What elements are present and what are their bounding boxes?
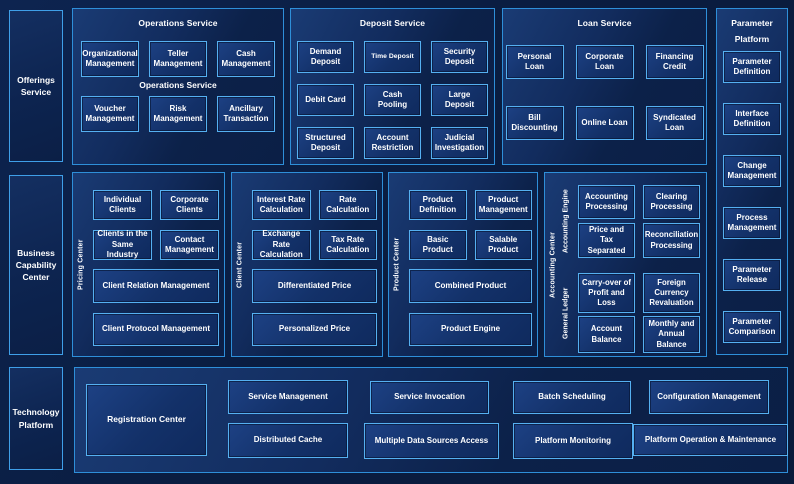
pricing-center-label: Pricing Center [77, 239, 85, 290]
box-debit-card: Debit Card [297, 84, 354, 116]
product-center-panel: Product Center Product Definition Produc… [388, 172, 538, 357]
box-combined-product: Combined Product [409, 269, 532, 303]
loan-service-panel: Loan Service Personal Loan Corporate Loa… [502, 8, 707, 165]
accounting-center-label: Accounting Center [549, 231, 557, 298]
box-time-deposit: Time Deposit [364, 41, 421, 73]
box-cash-pooling: Cash Pooling [364, 84, 421, 116]
box-corporate-loan: Corporate Loan [575, 45, 634, 79]
box-carry-over-profit-loss: Carry-over of Profit and Loss [578, 273, 635, 313]
box-salable-product: Salable Product [474, 230, 532, 260]
client-center-label: Client Center [236, 241, 244, 288]
box-cash-management: Cash Management [217, 41, 275, 77]
box-risk-management: Risk Management [149, 96, 207, 132]
offerings-service-label: Offerings Service [17, 74, 55, 97]
product-center-label: Product Center [393, 237, 401, 292]
accounting-engine-grid: Accounting Processing Clearing Processin… [578, 185, 700, 258]
box-distributed-cache: Distributed Cache [228, 423, 348, 458]
accounting-engine-label: Accounting Engine [562, 189, 570, 253]
box-configuration-management: Configuration Management [649, 380, 769, 414]
product-center-content: Product Definition Product Management Ba… [409, 173, 532, 346]
operations-service-title: Operations Service [138, 18, 218, 28]
box-rate-calculation: Rate Calculation [318, 190, 377, 220]
loan-service-title: Loan Service [577, 18, 632, 28]
box-demand-deposit: Demand Deposit [297, 41, 354, 73]
box-accounting-processing: Accounting Processing [578, 185, 635, 219]
technology-platform-box: Technology Platform [9, 367, 63, 470]
box-batch-scheduling: Batch Scheduling [513, 381, 631, 414]
loan-row-1: Personal Loan Corporate Loan Financing C… [503, 45, 706, 79]
loan-row-2: Bill Discounting Online Loan Syndicated … [503, 106, 706, 140]
box-foreign-currency-revaluation: Foreign Currency Revaluation [643, 273, 700, 313]
box-clients-same-industry: Clients in the Same Industry [93, 229, 152, 260]
box-multiple-data-sources-access: Multiple Data Sources Access [364, 423, 499, 459]
offerings-service-box: Offerings Service [9, 10, 63, 162]
box-product-management: Product Management [474, 190, 532, 220]
box-online-loan: Online Loan [575, 106, 634, 140]
box-bill-discounting: Bill Discounting [505, 106, 564, 140]
box-tax-rate-calculation: Tax Rate Calculation [318, 230, 377, 260]
box-personalized-price: Personalized Price [252, 313, 377, 346]
box-account-restriction: Account Restriction [364, 127, 421, 159]
box-voucher-management: Voucher Management [81, 96, 139, 132]
technology-platform-panel: Registration Center Service Management D… [74, 367, 788, 473]
box-client-protocol-management: Client Protocol Management [93, 313, 219, 346]
box-process-management: Process Management [723, 207, 781, 240]
client-center-panel: Client Center Interest Rate Calculation … [231, 172, 383, 357]
deposit-service-title: Deposit Service [359, 18, 426, 28]
business-capability-center-box: Business Capability Center [9, 175, 63, 355]
parameter-platform-title: Parameter Platform [731, 18, 773, 45]
box-product-engine: Product Engine [409, 313, 532, 346]
box-large-deposit: Large Deposit [431, 84, 488, 116]
box-financing-credit: Financing Credit [645, 45, 704, 79]
operations-row-2: Voucher Management Risk Management Ancil… [73, 96, 283, 132]
box-reconciliation-processing: Reconciliation Processing [643, 223, 700, 258]
box-service-management: Service Management [228, 380, 348, 414]
box-clearing-processing: Clearing Processing [643, 185, 700, 219]
pricing-center-content: Individual Clients Corporate Clients Cli… [93, 173, 219, 346]
box-price-tax-separated: Price and Tax Separated [578, 223, 635, 258]
deposit-service-panel: Deposit Service Demand Deposit Time Depo… [290, 8, 495, 165]
box-differentiated-price: Differentiated Price [252, 269, 377, 303]
box-organizational-management: Organizational Management [81, 41, 139, 77]
box-basic-product: Basic Product [409, 230, 467, 260]
operations-row-1: Organizational Management Teller Managem… [73, 41, 283, 77]
deposit-grid: Demand Deposit Time Deposit Security Dep… [291, 41, 494, 159]
box-syndicated-loan: Syndicated Loan [645, 106, 704, 140]
parameter-platform-panel: Parameter Platform Parameter Definition … [716, 8, 788, 355]
box-platform-monitoring: Platform Monitoring [513, 423, 633, 459]
box-ancillary-transaction: Ancillary Transaction [217, 96, 275, 132]
box-parameter-release: Parameter Release [723, 259, 781, 292]
box-personal-loan: Personal Loan [505, 45, 564, 79]
box-security-deposit: Security Deposit [431, 41, 488, 73]
box-contact-management: Contact Management [160, 230, 219, 260]
box-interest-rate-calculation: Interest Rate Calculation [252, 190, 311, 220]
box-monthly-annual-balance: Monthly and Annual Balance [643, 316, 700, 353]
business-capability-center-label: Business Capability Center [15, 247, 57, 283]
box-client-relation-management: Client Relation Management [93, 269, 219, 303]
general-ledger-label: General Ledger [562, 287, 570, 339]
box-judicial-investigation: Judicial Investigation [431, 127, 488, 159]
box-parameter-comparison: Parameter Comparison [723, 311, 781, 344]
box-parameter-definition: Parameter Definition [723, 51, 781, 84]
operations-service-panel: Operations Service Organizational Manage… [72, 8, 284, 165]
box-service-invocation: Service Invocation [370, 381, 489, 414]
parameter-platform-stack: Parameter Definition Interface Definitio… [717, 51, 787, 344]
box-platform-operation-maintenance: Platform Operation & Maintenance [633, 424, 788, 456]
box-registration-center: Registration Center [86, 384, 207, 456]
technology-platform-label: Technology Platform [12, 407, 60, 430]
box-structured-deposit: Structured Deposit [297, 127, 354, 159]
client-center-content: Interest Rate Calculation Rate Calculati… [252, 173, 377, 346]
box-exchange-rate-calculation: Exchange Rate Calculation [252, 229, 311, 260]
pricing-center-panel: Pricing Center Individual Clients Corpor… [72, 172, 225, 357]
operations-service-mid-label: Operations Service [139, 80, 217, 90]
box-corporate-clients: Corporate Clients [160, 190, 219, 220]
box-product-definition: Product Definition [409, 190, 467, 220]
box-account-balance: Account Balance [578, 316, 635, 353]
box-individual-clients: Individual Clients [93, 190, 152, 220]
accounting-center-panel: Accounting Center Accounting Engine Gene… [544, 172, 707, 357]
box-interface-definition: Interface Definition [723, 103, 781, 136]
general-ledger-grid: Carry-over of Profit and Loss Foreign Cu… [578, 273, 700, 353]
box-teller-management: Teller Management [149, 41, 207, 77]
box-change-management: Change Management [723, 155, 781, 188]
